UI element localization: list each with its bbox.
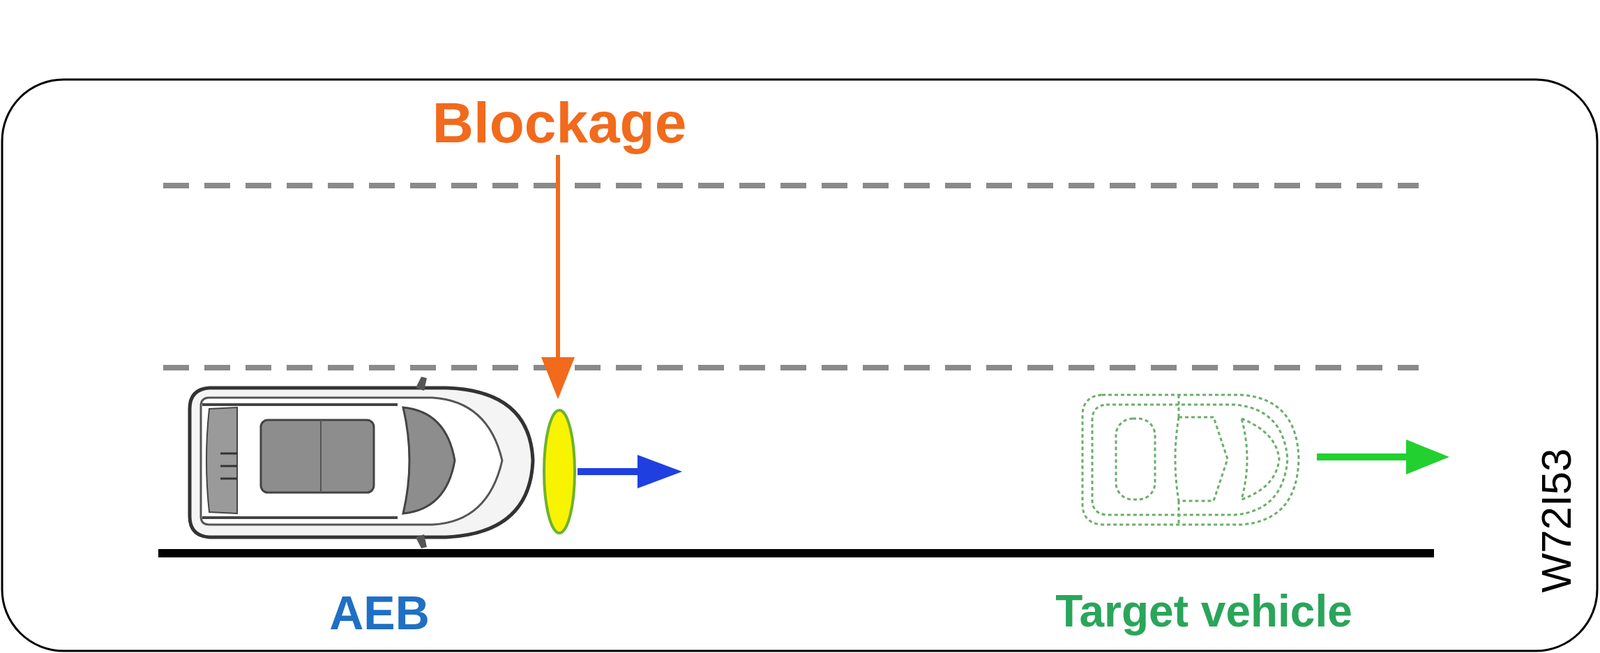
target-vehicle xyxy=(1082,394,1299,525)
lane-marking xyxy=(163,364,1419,371)
figure-code: W72I53 xyxy=(1533,448,1580,593)
vehicle-label: Target vehicle xyxy=(1055,586,1353,636)
motion-arrowhead xyxy=(1406,439,1450,475)
motion-arrow xyxy=(1316,453,1412,461)
aeb-car xyxy=(189,376,533,549)
motion-arrowhead xyxy=(637,454,683,489)
motion-arrow xyxy=(577,468,644,475)
pointer-arrowhead xyxy=(541,357,575,399)
frame-border xyxy=(2,79,1598,651)
road-edge xyxy=(158,548,1435,558)
pointer-arrow xyxy=(555,154,561,363)
blockage-label: Blockage xyxy=(432,91,688,155)
car-label: AEB xyxy=(329,586,430,639)
lane-marking xyxy=(163,182,1419,189)
blockage-marker xyxy=(544,410,575,533)
